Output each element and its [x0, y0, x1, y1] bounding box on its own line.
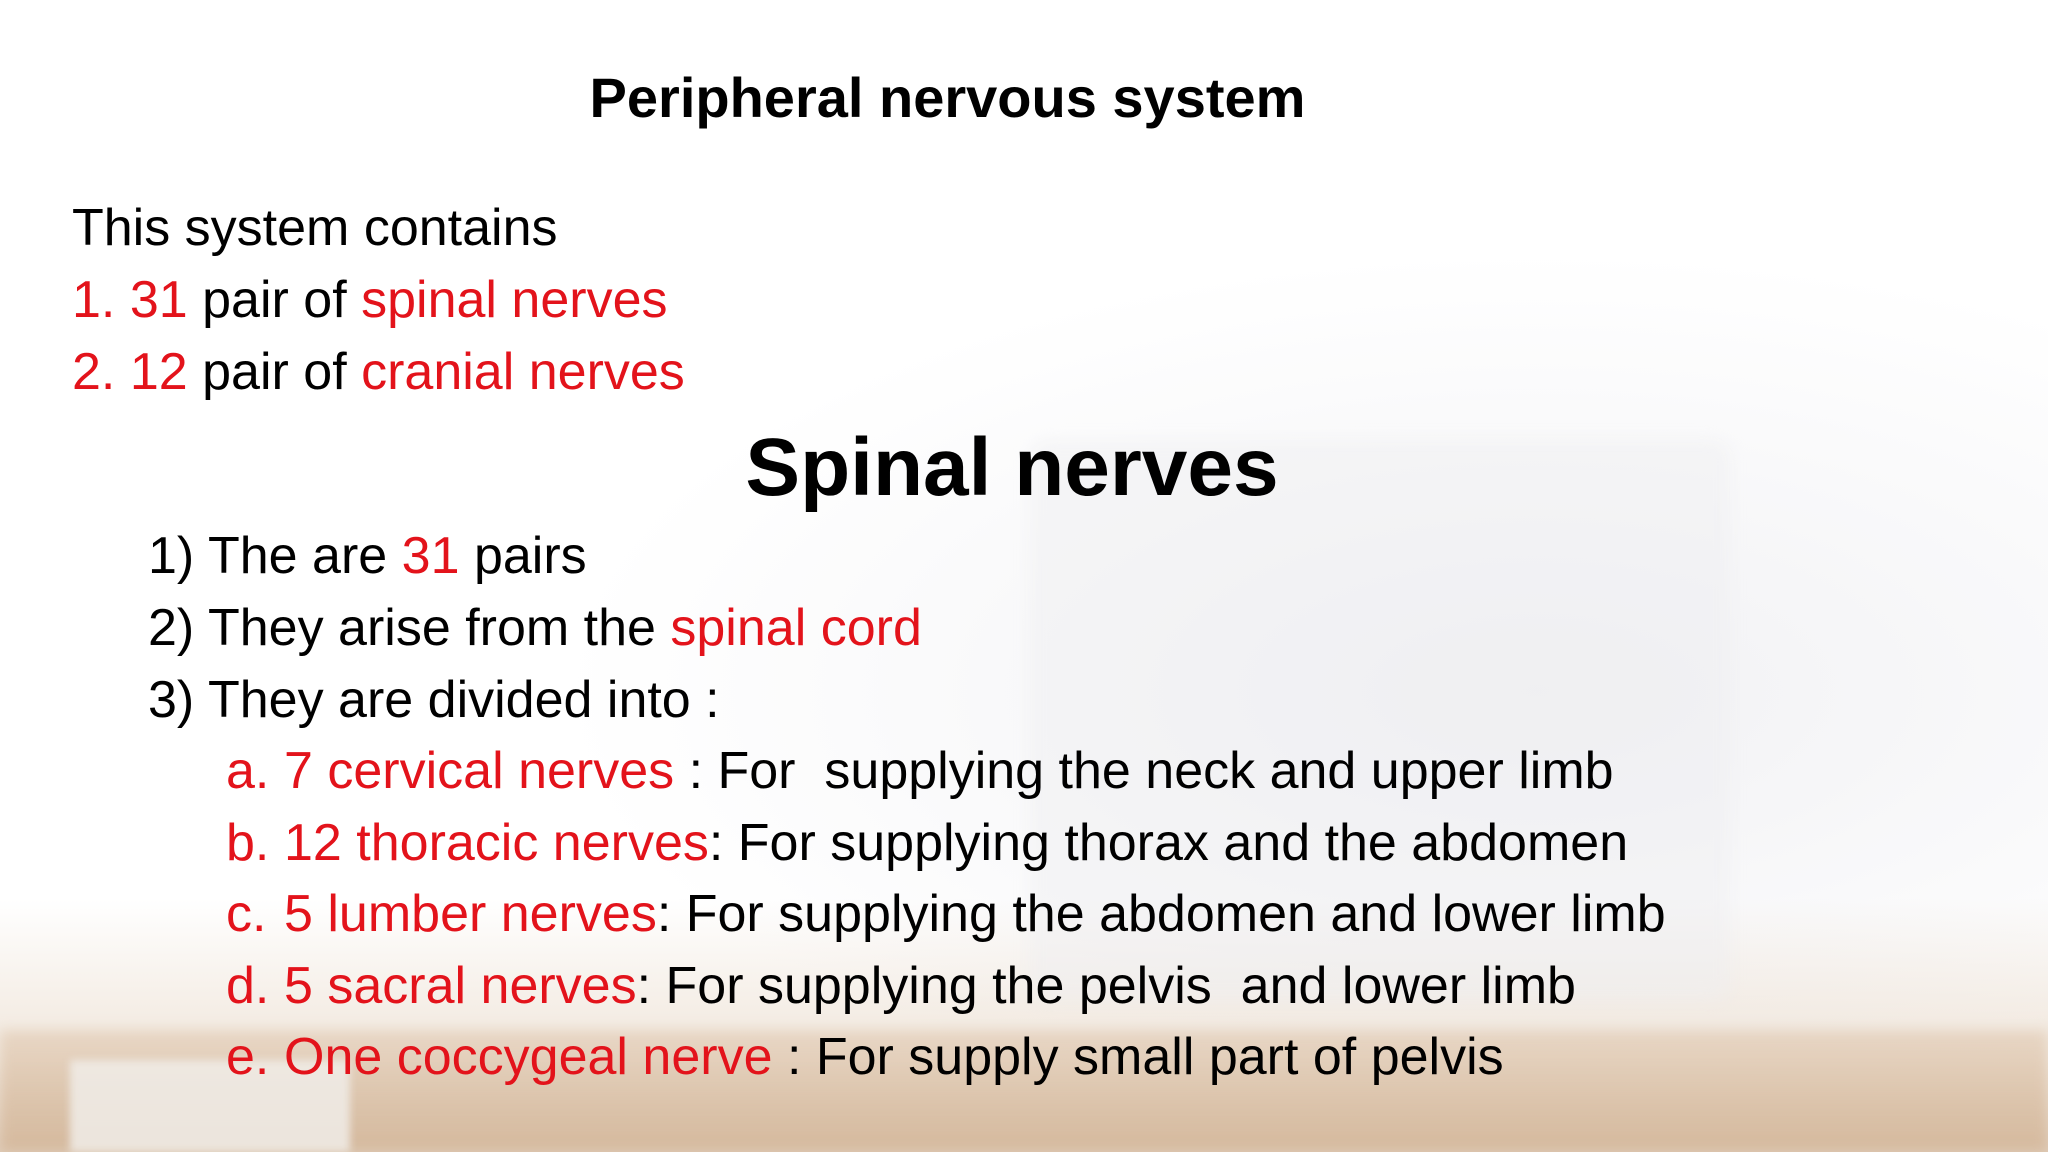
list-text: The are	[208, 527, 402, 585]
background-monitor-shape	[1030, 440, 1730, 1000]
list-marker: 1)	[148, 527, 195, 585]
list-item: d. 5 sacral nerves: For supplying the pe…	[226, 951, 1666, 1023]
intro-lead: This system contains	[72, 199, 558, 257]
list-marker: e.	[226, 1028, 270, 1086]
intro-item-text: pair of	[187, 271, 362, 329]
list-marker: 3)	[148, 671, 195, 729]
list-highlight: spinal cord	[670, 599, 922, 657]
division-name: 5 sacral nerves	[284, 956, 637, 1015]
division-description: : For supply small part of pelvis	[772, 1028, 1504, 1086]
list-text-after: pairs	[459, 527, 587, 585]
section-heading: Spinal nerves	[745, 422, 1279, 513]
division-name: 12 thoracic nerves	[284, 813, 709, 872]
list-item: e. One coccygeal nerve : For supply smal…	[226, 1022, 1666, 1094]
list-marker: c.	[226, 885, 267, 943]
list-marker: 2)	[148, 599, 195, 657]
division-description: : For supplying the abdomen and lower li…	[656, 885, 1666, 943]
list-text: They arise from the	[208, 599, 671, 657]
list-text: They are divided into :	[208, 671, 720, 729]
intro-item-number: 1.	[72, 271, 116, 329]
list-item: 3) They are divided into :	[148, 664, 922, 736]
division-description: : For supplying the pelvis and lower lim…	[636, 956, 1576, 1015]
intro-item-topic: spinal nerves	[361, 271, 668, 329]
list-marker: d.	[226, 956, 270, 1015]
list-item: c. 5 lumber nerves: For supplying the ab…	[226, 879, 1666, 951]
division-name: 5 lumber nerves	[284, 885, 657, 943]
division-description: : For supplying thorax and the abdomen	[708, 813, 1629, 872]
intro-item-cranial: 2. 12 pair of cranial nerves	[72, 336, 685, 408]
list-marker: b.	[226, 813, 270, 872]
division-description: : For supplying the neck and upper limb	[674, 742, 1614, 800]
list-item: 2) They arise from the spinal cord	[148, 592, 922, 664]
intro-block: This system contains 1. 31 pair of spina…	[72, 192, 685, 408]
numbered-list: 1) The are 31 pairs 2) They arise from t…	[148, 520, 922, 736]
intro-item-count: 31	[129, 271, 188, 329]
list-item: b. 12 thoracic nerves: For supplying tho…	[226, 808, 1666, 880]
list-item: a. 7 cervical nerves : For supplying the…	[226, 736, 1666, 808]
background-stand-shape	[70, 1060, 350, 1152]
list-marker: a.	[226, 742, 270, 800]
intro-item-text: pair of	[187, 343, 362, 401]
list-item: 1) The are 31 pairs	[148, 520, 922, 592]
list-highlight: 31	[401, 527, 460, 585]
division-name: One coccygeal nerve	[284, 1028, 773, 1086]
intro-item-number: 2.	[72, 343, 116, 401]
intro-item-count: 12	[129, 343, 188, 401]
divisions-list: a. 7 cervical nerves : For supplying the…	[226, 736, 1666, 1094]
intro-item-topic: cranial nerves	[361, 343, 685, 401]
slide-title: Peripheral nervous system	[589, 66, 1306, 129]
division-name: 7 cervical nerves	[284, 742, 675, 800]
intro-item-spinal: 1. 31 pair of spinal nerves	[72, 264, 685, 336]
